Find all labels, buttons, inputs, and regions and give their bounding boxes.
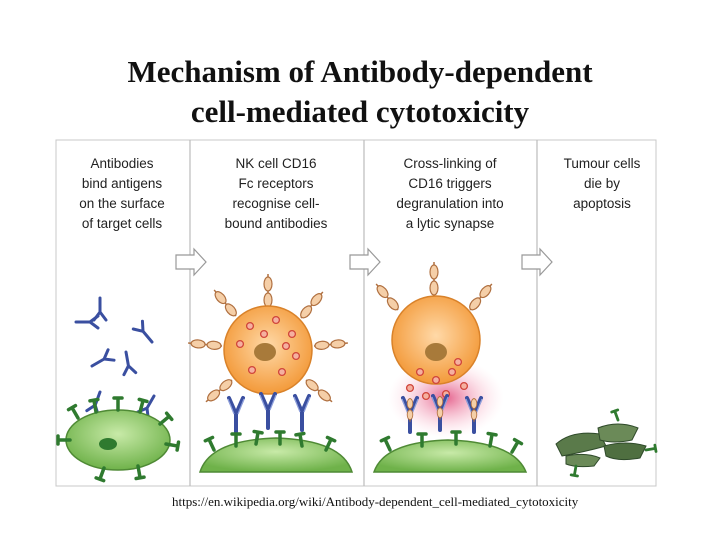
caption-line: recognise cell- — [232, 196, 319, 211]
caption-line: degranulation into — [396, 196, 503, 211]
granules — [235, 315, 301, 377]
caption-line: Cross-linking of — [403, 156, 496, 171]
panel-3-caption: Cross-linking of CD16 triggers degranula… — [396, 156, 503, 231]
target-cell — [372, 439, 528, 473]
target-cell — [198, 437, 354, 473]
panel-4-caption: Tumour cells die by apoptosis — [564, 156, 641, 211]
nk-cell — [391, 295, 481, 385]
caption-line: NK cell CD16 — [235, 156, 316, 171]
title-line-2: cell-mediated cytotoxicity — [190, 94, 530, 129]
caption-line: Tumour cells — [564, 156, 641, 171]
title-line-1: Mechanism of Antibody-dependent — [127, 54, 593, 89]
caption-line: Fc receptors — [238, 176, 313, 191]
apoptotic-fragments — [555, 408, 658, 478]
panel-1-caption: Antibodies bind antigens on the surface … — [79, 156, 165, 231]
panel-3-cells — [372, 261, 528, 473]
caption-line: bound antibodies — [225, 216, 328, 231]
source-url: https://en.wikipedia.org/wiki/Antibody-d… — [172, 494, 579, 509]
target-cell — [65, 409, 171, 471]
caption-line: CD16 triggers — [408, 176, 492, 191]
panel-2-cells — [187, 273, 354, 473]
panel-2-caption: NK cell CD16 Fc receptors recognise cell… — [225, 156, 328, 231]
caption-line: die by — [584, 176, 620, 191]
target-nucleus — [99, 438, 117, 450]
caption-line: of target cells — [82, 216, 163, 231]
nk-nucleus — [254, 343, 276, 361]
caption-line: on the surface — [79, 196, 165, 211]
caption-line: Antibodies — [90, 156, 153, 171]
caption-line: apoptosis — [573, 196, 631, 211]
nk-nucleus — [425, 343, 447, 361]
caption-line: a lytic synapse — [406, 216, 495, 231]
caption-line: bind antigens — [82, 176, 163, 191]
slide-title: Mechanism of Antibody-dependent cell-med… — [0, 52, 720, 132]
